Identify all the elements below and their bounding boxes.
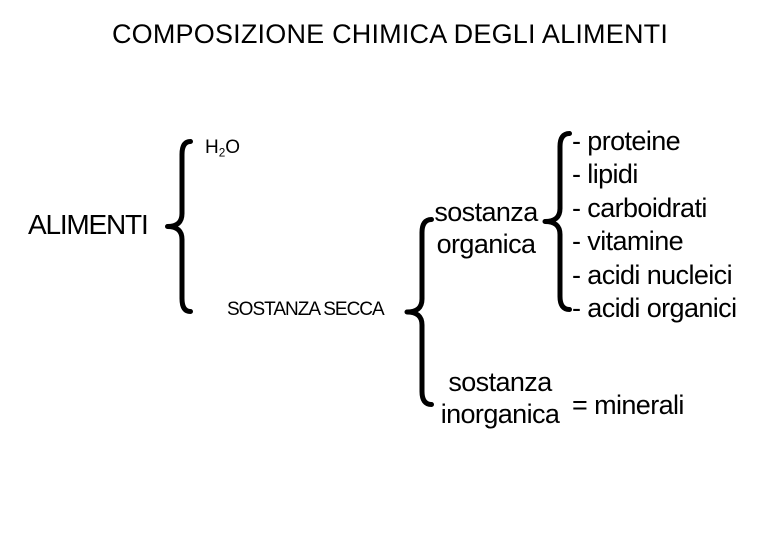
organic-line2: organica: [436, 229, 536, 259]
label-h2o: H2O: [205, 137, 241, 160]
inorganic-line2: inorganica: [440, 399, 560, 429]
organic-line1: sostanza: [434, 197, 538, 227]
list-item-acidi-organici: - acidi organici: [572, 293, 737, 324]
list-item-lipidi: - lipidi: [572, 159, 638, 190]
inorganic-line1: sostanza: [448, 367, 552, 397]
label-sostanza-organica: sostanza organica: [421, 196, 551, 260]
page-title: COMPOSIZIONE CHIMICA DEGLI ALIMENTI: [111, 19, 669, 49]
list-item-acidi-nucleici: - acidi nucleici: [572, 259, 733, 290]
label-sostanza-secca: SOSTANZA SECCA: [227, 299, 385, 320]
label-equals-minerali: = minerali: [572, 390, 684, 420]
organic-components-list: - proteine - lipidi - carboidrati - vita…: [572, 125, 737, 325]
curly-brace-sostanza-secca-icon: [404, 217, 434, 407]
list-item-carboidrati: - carboidrati: [572, 192, 707, 223]
list-item-proteine: - proteine: [572, 126, 681, 156]
curly-brace-alimenti-icon: [165, 139, 193, 314]
label-sostanza-inorganica: sostanza inorganica: [435, 366, 565, 430]
curly-brace-organica-icon: [542, 131, 572, 312]
list-item-vitamine: - vitamine: [572, 226, 684, 257]
h2o-o: O: [225, 137, 241, 158]
label-alimenti: ALIMENTI: [28, 209, 149, 240]
h2o-h: H: [205, 137, 219, 158]
h2o-subscript: 2: [218, 146, 226, 160]
